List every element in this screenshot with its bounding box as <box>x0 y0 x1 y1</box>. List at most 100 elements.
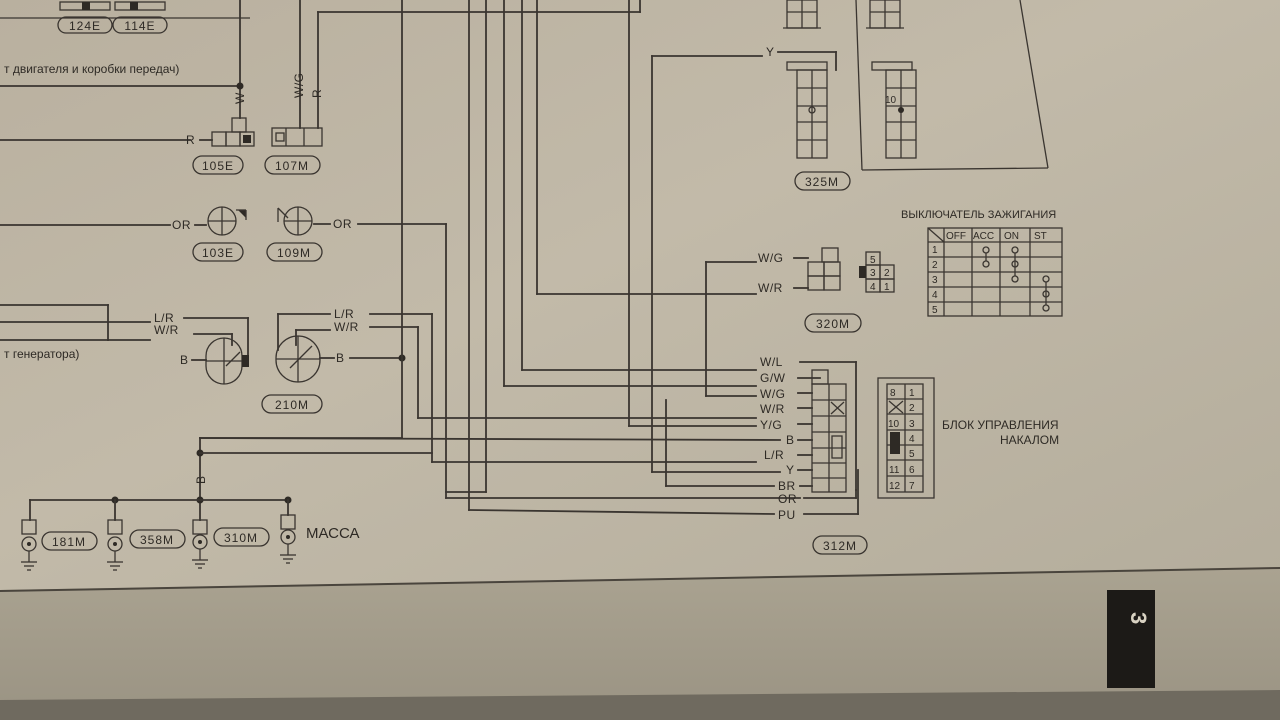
cu-pin-4: 4 <box>909 434 915 445</box>
connector-320m-plug <box>807 247 841 291</box>
control-unit-pins: 8 1 2 10 3 4 5 11 6 12 7 <box>877 377 935 499</box>
wire-label-lr-210m: L/R <box>334 307 354 321</box>
ign-header-on: ON <box>1004 231 1019 242</box>
cu-pin-11: 11 <box>889 465 900 476</box>
ign-row-1: 1 <box>932 245 938 256</box>
wire-label-wr-210m: W/R <box>334 320 359 334</box>
cu-pin-7: 7 <box>909 481 915 492</box>
caption-massa: МАССА <box>306 525 360 542</box>
wire-label-312m-or: OR <box>778 492 797 506</box>
ign-header-st: ST <box>1034 231 1047 242</box>
connector-124e <box>57 16 113 34</box>
wire-label-w: W <box>233 92 247 104</box>
sheet-edge <box>0 567 1280 592</box>
cu-pin-10: 10 <box>888 419 900 430</box>
wire-label-312m-y: Y <box>786 463 795 477</box>
cu-pin-6: 6 <box>909 465 915 476</box>
connector-325m-pin-10: 10 <box>885 95 897 106</box>
connector-312m-label: 312M <box>823 539 857 553</box>
wire-label-y-325m: Y <box>766 45 775 59</box>
pin-320m-4: 4 <box>870 282 876 293</box>
wire-label-312m-wl: W/L <box>760 355 783 369</box>
connector-325m-tag <box>794 171 851 191</box>
wire-label-312m-pu: PU <box>778 508 796 522</box>
connector-181m-label: 181M <box>52 535 86 549</box>
cu-pin-12: 12 <box>889 481 901 492</box>
connector-325m-right: 10 <box>871 61 917 159</box>
page-bottom-shadow <box>0 690 1280 720</box>
connector-358m <box>129 529 186 549</box>
connector-109m-label: 109M <box>277 246 311 260</box>
pin-320m-2: 2 <box>884 268 890 279</box>
connector-325m-block <box>783 0 1049 171</box>
ground-310m <box>192 519 208 569</box>
wires-312m <box>199 361 859 515</box>
ign-row-4: 4 <box>932 290 938 301</box>
pin-320m-3: 3 <box>870 268 876 279</box>
wire-label-wg-107m: W/G <box>292 73 306 99</box>
wire-label-wr-left: W/R <box>154 323 179 337</box>
wire-label-312m-wg: W/G <box>760 387 786 401</box>
paper-sheet <box>0 0 1280 590</box>
wire-label-lr-left: L/R <box>154 311 174 325</box>
caption-generator: т генератора) <box>4 347 79 361</box>
pin-320m-1: 1 <box>884 282 890 293</box>
connector-109m <box>266 242 323 262</box>
connector-114e-label: 114E <box>124 19 155 33</box>
wire-label-b-ground: B <box>194 475 208 484</box>
ign-row-5: 5 <box>932 305 938 316</box>
cu-pin-5: 5 <box>909 449 915 460</box>
connector-312m <box>811 369 847 493</box>
connector-320m-pins: 5 3 2 4 1 <box>859 251 895 293</box>
pin-320m-5: 5 <box>870 255 876 266</box>
ground-massa <box>280 514 296 564</box>
wire-label-b-left: B <box>180 353 189 367</box>
connector-107m-label: 107M <box>275 159 309 173</box>
connector-124e-label: 124E <box>69 19 101 33</box>
paper-lower-sheet <box>0 568 1280 720</box>
wire-label-r-105e: R <box>186 133 195 147</box>
connector-358m-label: 358M <box>140 533 174 547</box>
page-number: 3 <box>1126 612 1151 624</box>
ground-358m <box>107 519 123 571</box>
top-connectors: 124E 114E <box>0 1 250 34</box>
connector-310m <box>213 527 270 547</box>
connector-210m-label: 210M <box>275 398 309 412</box>
cu-pin-3: 3 <box>909 419 915 430</box>
control-unit-title-1: БЛОК УПРАВЛЕНИЯ <box>942 418 1059 432</box>
wire-label-312m-lr: L/R <box>764 448 784 462</box>
ign-header-acc: ACC <box>973 231 994 242</box>
cu-pin-2: 2 <box>909 403 915 414</box>
control-unit-title-2: НАКАЛОМ <box>1000 433 1059 447</box>
connector-105e <box>192 155 244 175</box>
ignition-switch-title: ВЫКЛЮЧАТЕЛЬ ЗАЖИГАНИЯ <box>901 209 1056 221</box>
connector-105e-label: 105E <box>202 159 234 173</box>
connector-107m <box>264 155 321 175</box>
wire-label-or-109m: OR <box>333 217 352 231</box>
wire-label-312m-gw: G/W <box>760 371 786 385</box>
wire-label-b-210m: B <box>336 351 345 365</box>
ignition-switch-table: OFF ACC ON ST 1 2 3 4 5 <box>927 227 1063 317</box>
connector-320m-label: 320M <box>816 317 850 331</box>
wire-label-312m-br: BR <box>778 479 796 493</box>
connector-103e-label: 103E <box>202 246 234 260</box>
wire-label-r-107m: R <box>310 89 324 98</box>
wire-label-wg-320m: W/G <box>758 251 784 265</box>
page-number-tab <box>1107 590 1155 688</box>
ign-row-2: 2 <box>932 260 938 271</box>
cu-pin-1: 1 <box>909 388 915 399</box>
ground-181m <box>21 519 37 571</box>
cu-pin-8: 8 <box>890 388 896 399</box>
wire-label-312m-yg: Y/G <box>760 418 782 432</box>
connector-103e <box>192 242 244 262</box>
connector-320m-tag <box>804 313 862 333</box>
connector-325m-label: 325M <box>805 175 839 189</box>
connector-114e <box>112 16 168 34</box>
connector-325m <box>786 61 828 159</box>
wire-label-312m-wr: W/R <box>760 402 785 416</box>
connector-312m-tag <box>812 535 868 555</box>
connector-181m <box>41 531 98 551</box>
ign-row-3: 3 <box>932 275 938 286</box>
